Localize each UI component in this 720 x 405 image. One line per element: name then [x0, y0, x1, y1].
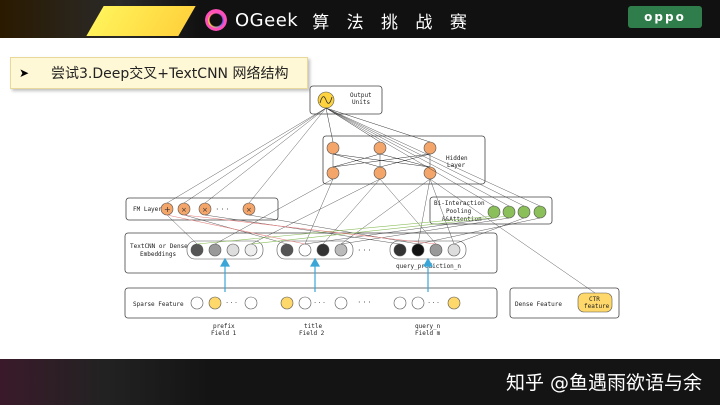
top-bar-yellow-stripe	[86, 6, 196, 36]
field-m-sub: Field m	[415, 330, 441, 337]
bi-interaction-line2: Pooling	[446, 208, 472, 215]
zhihu-watermark: 知乎 @鱼遇雨欲语与余	[505, 372, 702, 394]
field-2-sub: Field 2	[299, 330, 325, 337]
textcnn-line1: TextCNN or Dense	[130, 243, 188, 250]
field-1-name: prefix	[213, 323, 235, 330]
sparse-ellipsis-1: · · ·	[226, 299, 237, 307]
hidden-layer-line1: Hidden	[446, 155, 468, 162]
fm-ellipsis: · · ·	[216, 205, 229, 214]
hidden-layer-line2: Layer	[447, 162, 465, 169]
sparse-feature-label: Sparse Feature	[133, 301, 184, 308]
slide-title-box: ➤ 尝试3.Deep交叉+TextCNN 网络结构	[10, 57, 308, 89]
textcnn-line2: Embeddings	[140, 251, 177, 258]
hidden-nodes-top	[326, 141, 437, 155]
ctr-line2: feature	[584, 303, 610, 310]
oppo-logo: oppo	[628, 6, 702, 28]
bottom-bar-gradient	[0, 359, 210, 405]
svg-text:×: ×	[202, 206, 208, 214]
embedding-ellipsis: · · ·	[358, 246, 371, 255]
field-m-name: query_n	[415, 323, 441, 330]
svg-text:×: ×	[181, 206, 187, 214]
svg-text:×: ×	[246, 206, 252, 214]
input-arrows	[219, 257, 434, 292]
ctr-line1: CTR	[589, 296, 600, 303]
brand-name: OGeek	[235, 9, 299, 31]
field-2-name: title	[304, 323, 322, 330]
brand-subtitle: 算 法 挑 战 赛	[312, 12, 473, 33]
ogeek-logo: OGeek 算 法 挑 战 赛	[205, 8, 473, 33]
fm-nodes: + × × · · · ×	[160, 202, 256, 216]
slide-title: 尝试3.Deep交叉+TextCNN 网络结构	[51, 66, 289, 82]
output-units-line2: Units	[352, 99, 370, 106]
sparse-nodes	[190, 296, 461, 310]
sparse-ellipsis-2: · · ·	[314, 299, 325, 307]
network-diagram: Output Units Hidden Layer FM Layer + × ×…	[124, 85, 620, 337]
sparse-ellipsis-3: · · ·	[358, 298, 371, 307]
fm-layer-label: FM Layer	[133, 206, 162, 213]
ogeek-ring-icon	[205, 9, 227, 31]
top-bar: OGeek 算 法 挑 战 赛 oppo	[0, 0, 720, 38]
field-1-sub: Field 1	[211, 330, 237, 337]
output-units-line1: Output	[350, 92, 372, 99]
bi-interaction-line3: &&Attention	[442, 216, 482, 223]
bottom-bar: 知乎 @鱼遇雨欲语与余	[0, 359, 720, 405]
arrow-right-bullet-icon: ➤	[19, 66, 30, 80]
bi-interaction-line1: Bi-Interaction	[434, 200, 485, 207]
dense-feature-label: Dense Feature	[515, 301, 562, 308]
embedding-nodes	[190, 243, 461, 257]
sparse-ellipsis-4: · · ·	[428, 299, 439, 307]
svg-text:+: +	[164, 205, 171, 214]
